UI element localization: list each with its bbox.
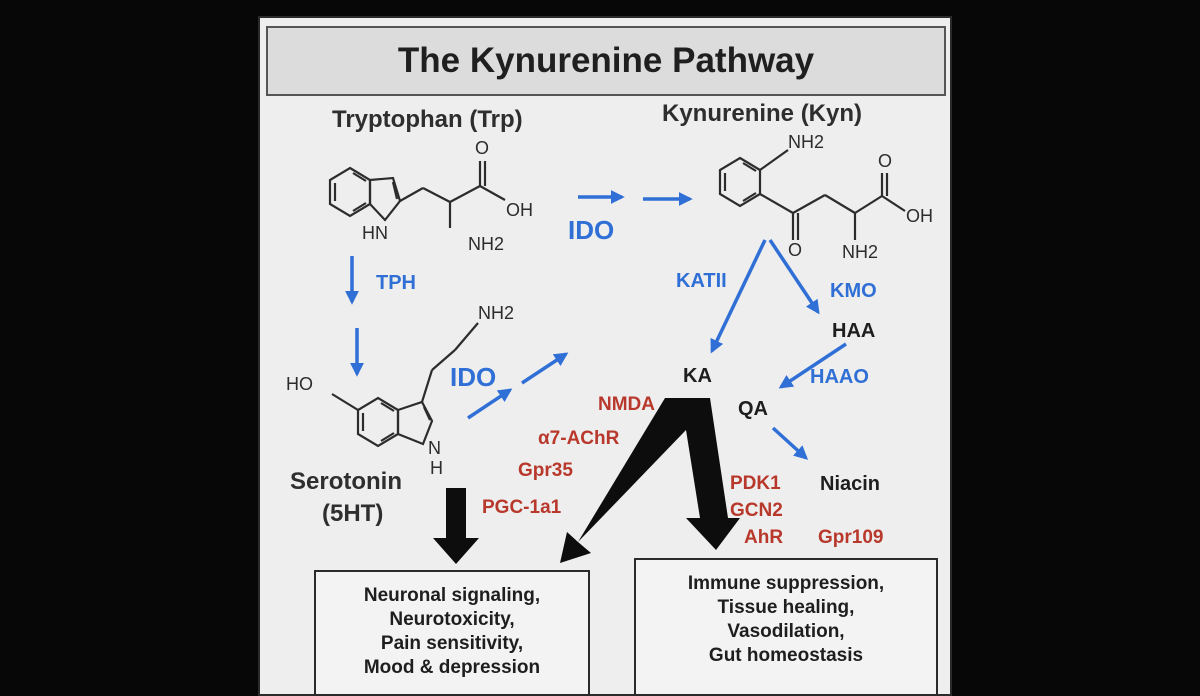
enzyme-ido-top: IDO	[568, 215, 615, 245]
serotonin-structure	[331, 322, 479, 448]
black-arrows	[433, 398, 740, 564]
pathway-diagram	[328, 149, 906, 564]
receptor-gpr109: Gpr109	[818, 527, 884, 548]
outcome-immune-line: Tissue healing,	[717, 597, 855, 618]
ser-amine: NH2	[478, 303, 515, 323]
enzyme-kmo: KMO	[830, 280, 877, 302]
kyn-oxygen-bottom: O	[788, 240, 803, 260]
kyn-hydroxyl: OH	[906, 206, 933, 226]
tryptophan-structure	[328, 161, 506, 228]
outcome-immune-line: Gut homeostasis	[708, 645, 864, 666]
kynurenine-label: Kynurenine (Kyn)	[662, 100, 863, 127]
arrow-ser-ido-2	[521, 352, 569, 385]
trp-amine: NH2	[468, 234, 505, 254]
trp-nh: HN	[362, 223, 388, 243]
arrow-qa-niacin	[771, 426, 809, 460]
serotonin-abbrev-label: (5HT)	[322, 500, 384, 527]
trp-hydroxyl: OH	[506, 200, 533, 220]
arrow-serotonin-down	[433, 488, 479, 564]
arrow-kyn-katii	[710, 239, 767, 354]
slide-title: The Kynurenine Pathway	[397, 41, 815, 80]
ka-label: KA	[683, 365, 712, 387]
arrow-haa-qa	[778, 342, 847, 389]
receptor-pdk1: PDK1	[730, 473, 781, 494]
outcome-immune-line: Immune suppression,	[687, 573, 885, 594]
trp-oxygen: O	[475, 138, 490, 158]
outcome-box-immune: Immune suppression, Tissue healing, Vaso…	[634, 558, 938, 694]
outcome-neuronal-line: Mood & depression	[363, 657, 541, 678]
enzyme-tph: TPH	[376, 272, 416, 294]
ser-hydroxyl: HO	[286, 374, 313, 394]
monitor-bezel: The Kynurenine Pathway	[258, 16, 952, 696]
kyn-amine-bottom: NH2	[842, 242, 879, 262]
arrow-kyn-kmo	[768, 239, 820, 315]
outcome-neuronal-line: Neurotoxicity,	[389, 609, 515, 630]
haa-label: HAA	[832, 320, 876, 342]
ser-hydrogen: H	[430, 458, 443, 478]
enzyme-ido-serotonin: IDO	[450, 362, 497, 392]
outcome-box-neuronal: Neuronal signaling, Neurotoxicity, Pain …	[314, 570, 590, 694]
receptor-gcn2: GCN2	[730, 500, 783, 521]
qa-label: QA	[738, 398, 768, 420]
enzyme-arrows	[345, 190, 847, 460]
receptor-a7-achr: α7-AChR	[538, 428, 620, 449]
niacin-label: Niacin	[820, 473, 881, 495]
outcome-immune-line: Vasodilation,	[727, 621, 845, 642]
enzyme-haao: HAAO	[810, 366, 869, 388]
arrow-ka-lambda	[560, 398, 740, 563]
enzyme-katii: KATII	[676, 270, 727, 292]
receptor-ahr: AhR	[744, 527, 784, 548]
title-box: The Kynurenine Pathway	[266, 26, 946, 96]
outcome-neuronal-line: Neuronal signaling,	[363, 585, 541, 606]
kyn-oxygen-top: O	[878, 151, 893, 171]
outcome-neuronal-line: Pain sensitivity,	[380, 633, 524, 654]
receptor-gpr35: Gpr35	[518, 460, 573, 481]
serotonin-label: Serotonin	[290, 468, 402, 495]
tryptophan-label: Tryptophan (Trp)	[332, 106, 523, 133]
slide: The Kynurenine Pathway	[258, 16, 952, 696]
kyn-amine-top: NH2	[788, 132, 825, 152]
ser-nitrogen: N	[428, 438, 441, 458]
kynurenine-structure	[718, 149, 906, 240]
arrow-ser-ido-1	[467, 388, 513, 420]
receptor-nmda: NMDA	[598, 394, 655, 415]
receptor-pgc-1a1: PGC-1a1	[482, 497, 562, 518]
